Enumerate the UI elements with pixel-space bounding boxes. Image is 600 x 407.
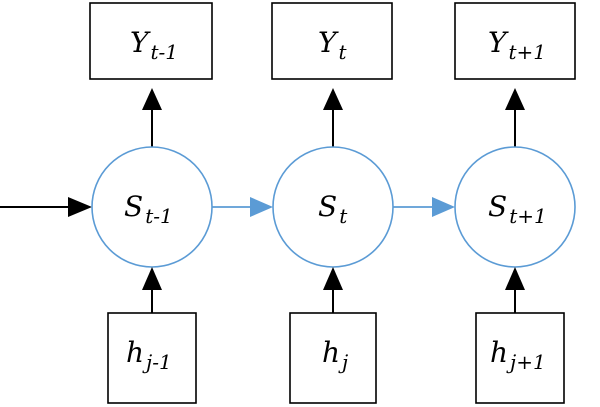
recurrent-arrow-2 bbox=[393, 197, 455, 217]
input-symbol: h bbox=[126, 336, 144, 369]
state-subscript: t bbox=[339, 204, 348, 228]
svg-text:hj-1: hj-1 bbox=[126, 336, 172, 374]
recurrent-arrow-1 bbox=[212, 197, 273, 217]
state-subscript: t+1 bbox=[509, 204, 547, 228]
svg-text:Yt: Yt bbox=[318, 26, 347, 64]
svg-text:St: St bbox=[318, 190, 348, 228]
input-symbol: h bbox=[322, 336, 340, 369]
svg-text:St-1: St-1 bbox=[124, 190, 173, 228]
state-to-output-arrow-2 bbox=[323, 88, 343, 148]
svg-text:St+1: St+1 bbox=[488, 190, 547, 228]
input-symbol: h bbox=[490, 336, 508, 369]
state-subscript: t-1 bbox=[145, 204, 173, 228]
svg-text:Yt+1: Yt+1 bbox=[488, 26, 546, 64]
input-subscript: j bbox=[338, 350, 348, 374]
state-to-output-arrow-3 bbox=[505, 88, 525, 148]
state-symbol: S bbox=[124, 190, 143, 223]
input-to-state-arrow-3 bbox=[505, 267, 525, 313]
output-subscript: t-1 bbox=[150, 40, 178, 64]
output-symbol: Y bbox=[318, 26, 339, 59]
input-subscript: j+1 bbox=[506, 350, 546, 374]
input-to-state-arrow-1 bbox=[142, 267, 162, 313]
output-subscript: t+1 bbox=[508, 40, 546, 64]
input-to-state-arrow-2 bbox=[323, 267, 343, 313]
svg-text:Yt-1: Yt-1 bbox=[130, 26, 178, 64]
state-symbol: S bbox=[488, 190, 507, 223]
output-subscript: t bbox=[338, 40, 347, 64]
input-subscript: j-1 bbox=[142, 350, 172, 374]
state-symbol: S bbox=[318, 190, 337, 223]
output-symbol: Y bbox=[488, 26, 509, 59]
state-to-output-arrow-1 bbox=[142, 88, 162, 148]
svg-text:hj: hj bbox=[322, 336, 348, 374]
svg-text:hj+1: hj+1 bbox=[490, 336, 546, 374]
output-symbol: Y bbox=[130, 26, 151, 59]
incoming-arrow bbox=[0, 197, 92, 217]
